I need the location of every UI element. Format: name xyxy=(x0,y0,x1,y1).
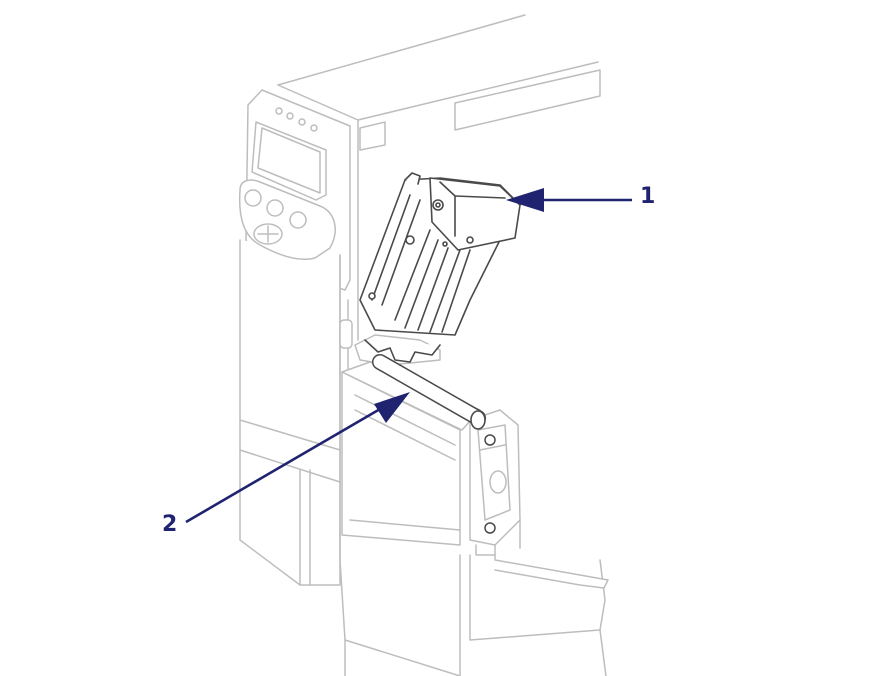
printhead-assembly xyxy=(359,172,521,363)
panel-button xyxy=(289,211,307,229)
callout-1-arrow xyxy=(506,188,632,212)
platen-roller xyxy=(372,354,486,430)
callout-label-2: 2 xyxy=(162,512,178,537)
callout-2-arrow xyxy=(185,392,410,524)
panel-button xyxy=(266,199,284,217)
callout-label-1: 1 xyxy=(640,184,656,209)
callouts xyxy=(185,188,632,524)
panel-button xyxy=(244,189,262,207)
control-panel xyxy=(238,107,336,260)
